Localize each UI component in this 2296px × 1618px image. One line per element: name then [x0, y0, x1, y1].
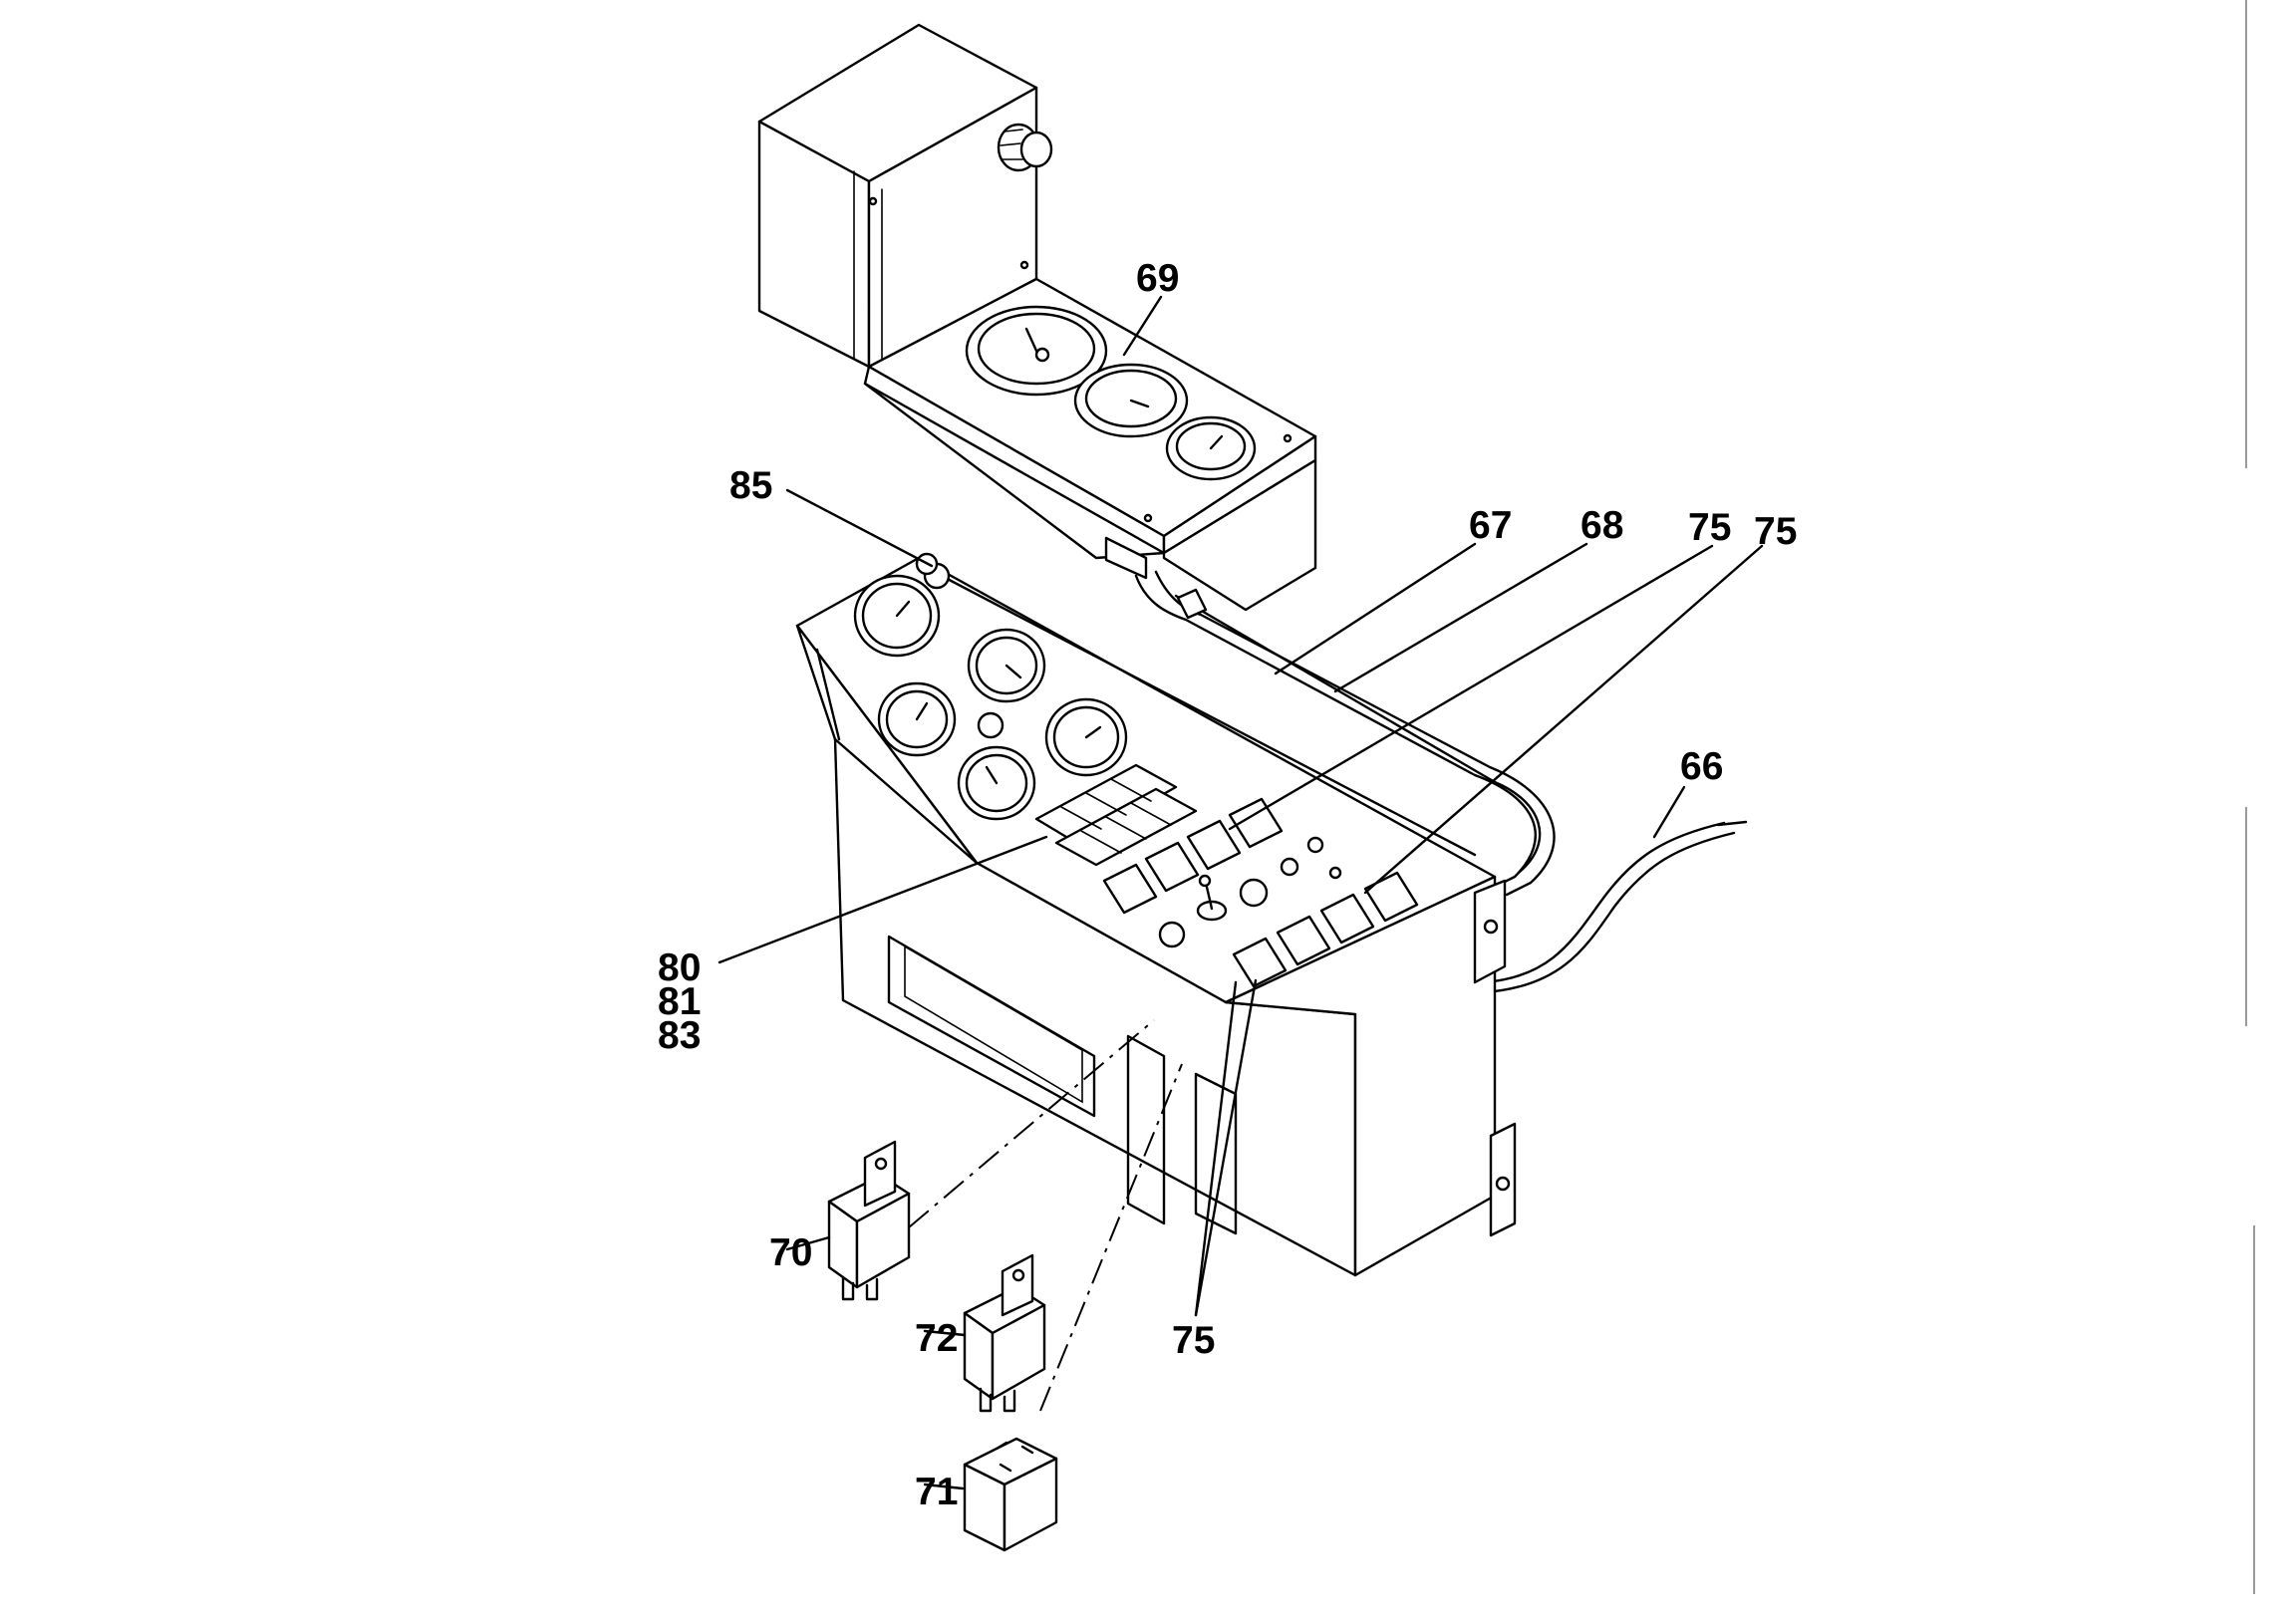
callout-70: 70 [769, 1231, 812, 1274]
panel-gauge-icon [1044, 697, 1128, 777]
relay-71 [963, 1437, 1058, 1552]
scan-edge-marks [2245, 0, 2255, 1594]
callout-75-top-right: 75 [1754, 510, 1797, 553]
callout-66: 66 [1680, 745, 1723, 788]
small-gauge-icon [1165, 415, 1257, 481]
panel-gauge-icon [957, 745, 1036, 821]
panel-gauge-icon [967, 628, 1046, 703]
panel-gauge-icon [877, 681, 957, 757]
callout-83: 83 [658, 1014, 701, 1057]
callout-72: 72 [915, 1317, 958, 1360]
knob-icon [997, 123, 1053, 172]
callout-81: 81 [658, 980, 701, 1023]
callout-75-bottom: 75 [1172, 1319, 1215, 1362]
relay-70 [827, 1140, 911, 1301]
medium-gauge-icon [1073, 363, 1189, 438]
callout-80: 80 [658, 946, 701, 989]
leader-lines [718, 295, 1764, 1490]
rocker-switch-group-left [1102, 797, 1284, 915]
wiring-harness [1134, 570, 1556, 897]
warning-light-block [1034, 763, 1198, 867]
callout-67: 67 [1469, 504, 1512, 547]
relay-72 [963, 1253, 1046, 1413]
callout-75-top-left: 75 [1688, 506, 1731, 549]
callout-85: 85 [729, 464, 772, 507]
toggle-switch-icon [1196, 874, 1228, 922]
lead-wire [1483, 820, 1748, 994]
large-gauge-icon [965, 305, 1108, 397]
callout-71: 71 [915, 1471, 958, 1513]
panel-gauge-icon [853, 574, 941, 658]
callout-labels: 69 85 67 68 75 75 66 80 81 83 70 72 75 7… [658, 257, 1797, 1513]
callout-68: 68 [1580, 504, 1623, 547]
rocker-switch-group-right [1232, 871, 1419, 988]
upper-gauge-pod [757, 23, 1317, 612]
callout-69: 69 [1136, 257, 1179, 300]
dashboard-console [795, 552, 1517, 1277]
